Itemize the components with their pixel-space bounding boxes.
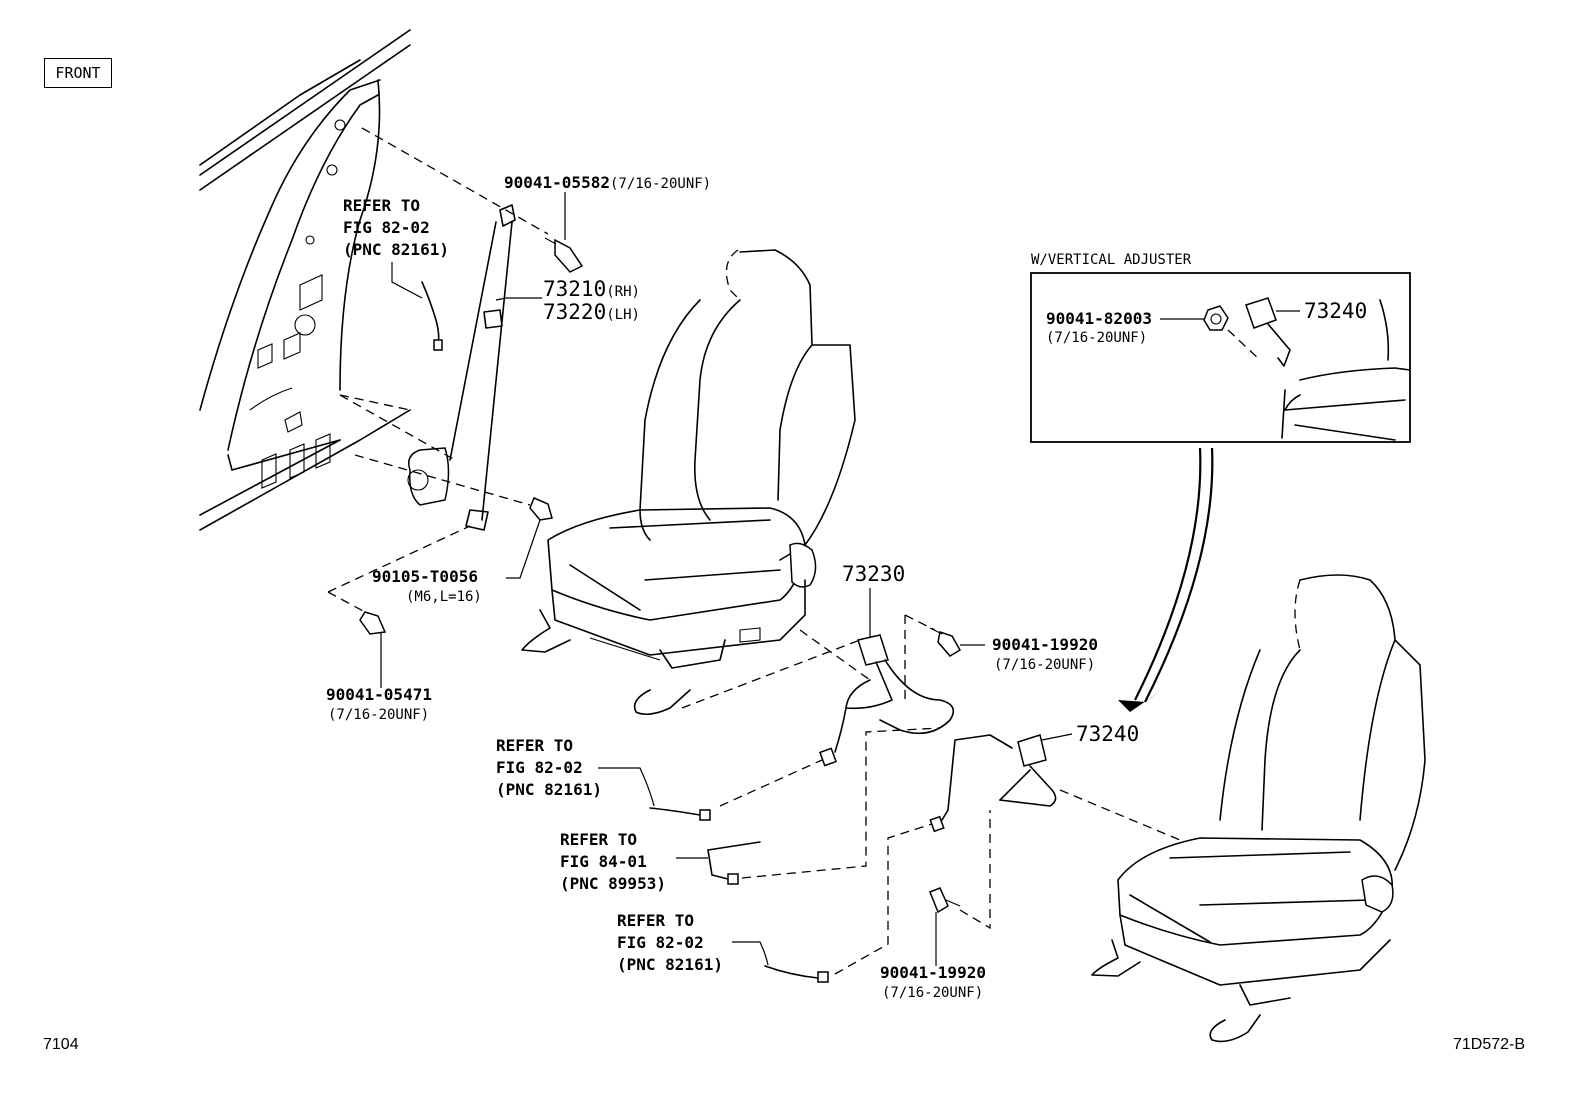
pillar-harness-connector <box>433 339 443 351</box>
dashed-locating-lines <box>327 127 1261 975</box>
driver-seat <box>521 249 856 716</box>
refer-label-82161-b: REFER TO FIG 82-02 (PNC 82161) <box>617 911 723 974</box>
inset-vertical-adjuster <box>1030 272 1411 443</box>
label-90105-T0056: 90105-T0056 <box>372 567 478 586</box>
label-73220: 73220(LH) <box>543 300 640 324</box>
label-90041-05471: 90041-05471 <box>326 685 432 704</box>
pillar-harness-wire <box>421 281 440 345</box>
label-73240: 73240 <box>1076 722 1140 746</box>
label-90041-19920-upper-spec: (7/16-20UNF) <box>994 657 1096 673</box>
arrow-head <box>1118 690 1162 712</box>
label-73230: 73230 <box>842 562 906 586</box>
footer-code-right: 71D572-B <box>1453 1036 1526 1053</box>
label-90105-T0056-spec: (M6,L=16) <box>406 589 482 605</box>
label-90041-05471-spec: (7/16-20UNF) <box>328 707 430 723</box>
refer-label-89953: REFER TO FIG 84-01 (PNC 89953) <box>560 830 666 893</box>
front-indicator: FRONT <box>44 58 112 88</box>
inset-label-73240: 73240 <box>1304 299 1368 323</box>
harness-lead-1-connector <box>699 809 711 821</box>
refer-label-pillar: REFER TO FIG 82-02 (PNC 82161) <box>343 196 449 259</box>
label-90041-19920-lower: 90041-19920 <box>880 963 986 982</box>
harness-lead-2 <box>707 849 733 881</box>
label-90041-19920-upper: 90041-19920 <box>992 635 1098 654</box>
bolt-90041-19920-upper <box>937 631 962 657</box>
harness-lead-1 <box>649 807 701 816</box>
inset-label-90041-82003: 90041-82003 <box>1046 309 1152 328</box>
b-pillar-body <box>199 29 411 531</box>
passenger-seat <box>1091 574 1426 1043</box>
inset-pointer-arrow <box>1134 447 1202 701</box>
refer-label-82161-a: REFER TO FIG 82-02 (PNC 82161) <box>496 736 602 799</box>
label-90041-19920-lower-spec: (7/16-20UNF) <box>882 985 984 1001</box>
buckle-73230 <box>819 634 955 767</box>
inset-label-90041-82003-spec: (7/16-20UNF) <box>1046 330 1148 346</box>
harness-lead-3-connector <box>817 971 829 983</box>
buckle-73240 <box>929 734 1057 833</box>
harness-lead-2-connector <box>727 873 739 885</box>
label-73210: 73210(RH) <box>543 277 640 301</box>
inset-title: W/VERTICAL ADJUSTER <box>1031 252 1192 268</box>
footer-code-left: 7104 <box>43 1036 79 1053</box>
leader-lines <box>380 192 1300 966</box>
label-90041-05582: 90041-05582(7/16-20UNF) <box>504 173 712 192</box>
bolt-90041-19920-lower <box>929 887 949 914</box>
harness-lead-3 <box>764 965 819 979</box>
